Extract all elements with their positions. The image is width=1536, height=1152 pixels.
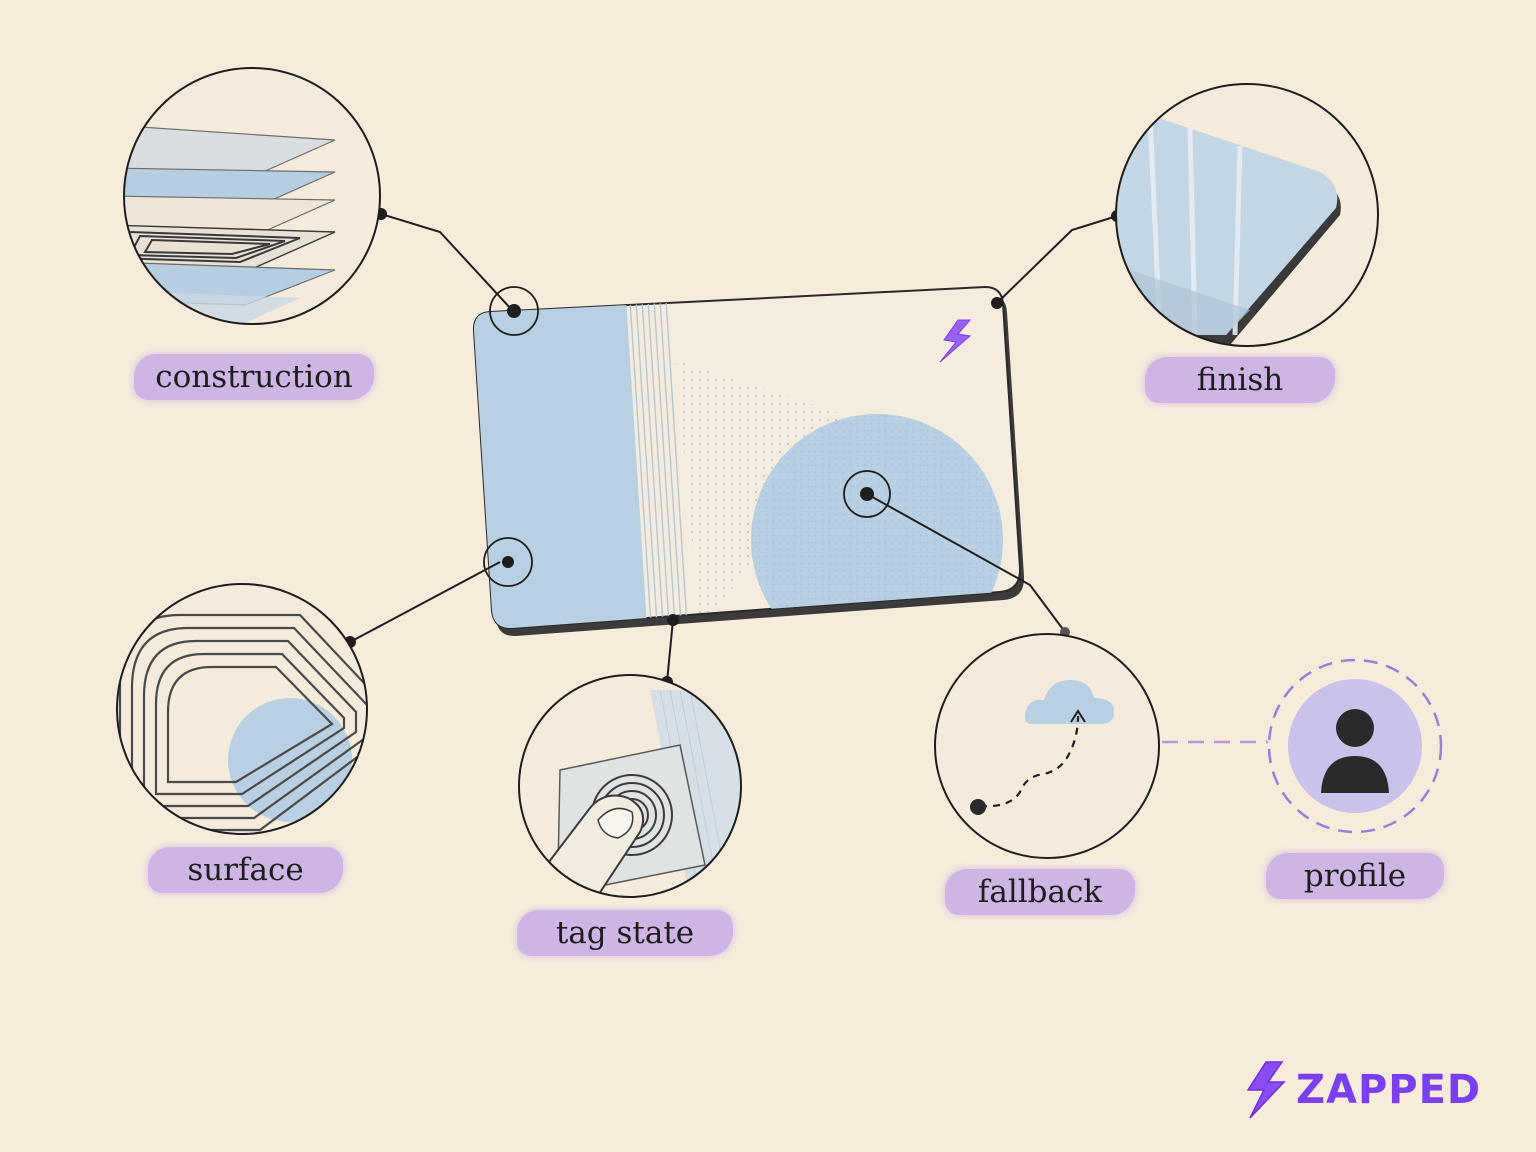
brand-name: ZAPPED bbox=[1296, 1067, 1482, 1113]
label-profile: profile bbox=[1266, 853, 1444, 899]
surface-callout bbox=[116, 583, 368, 835]
connector-finish bbox=[996, 215, 1118, 304]
fallback-callout bbox=[934, 633, 1160, 859]
fallback-path bbox=[979, 715, 1080, 808]
brand-logo: ZAPPED bbox=[1244, 1060, 1481, 1120]
arrow-up-icon bbox=[1070, 709, 1086, 723]
card-logo-lightning-icon bbox=[939, 319, 972, 363]
card-stripes bbox=[629, 299, 689, 629]
connector-tag-state bbox=[666, 619, 674, 683]
profile-callout bbox=[1267, 658, 1443, 834]
anchor-points bbox=[344, 208, 1123, 688]
label-tag-state: tag state bbox=[517, 910, 733, 956]
cloud-icon bbox=[1024, 680, 1114, 724]
connector-fallback bbox=[866, 493, 1066, 633]
user-avatar-icon bbox=[1321, 709, 1389, 793]
connector-lines bbox=[349, 213, 1268, 744]
construction-callout bbox=[123, 67, 381, 325]
anchor-construction bbox=[375, 208, 539, 336]
lightning-bolt-icon bbox=[1246, 1061, 1286, 1119]
connector-construction bbox=[380, 213, 513, 311]
connector-surface bbox=[349, 561, 501, 643]
label-surface: surface bbox=[148, 847, 343, 893]
label-fallback: fallback bbox=[945, 869, 1135, 915]
finish-callout bbox=[1115, 83, 1379, 347]
anchor-surface bbox=[344, 537, 533, 648]
nfc-card bbox=[472, 285, 1025, 637]
anchor-finish bbox=[991, 210, 1123, 309]
label-finish: finish bbox=[1145, 357, 1335, 403]
tag-state-callout bbox=[518, 674, 742, 898]
label-construction: construction bbox=[134, 354, 374, 400]
